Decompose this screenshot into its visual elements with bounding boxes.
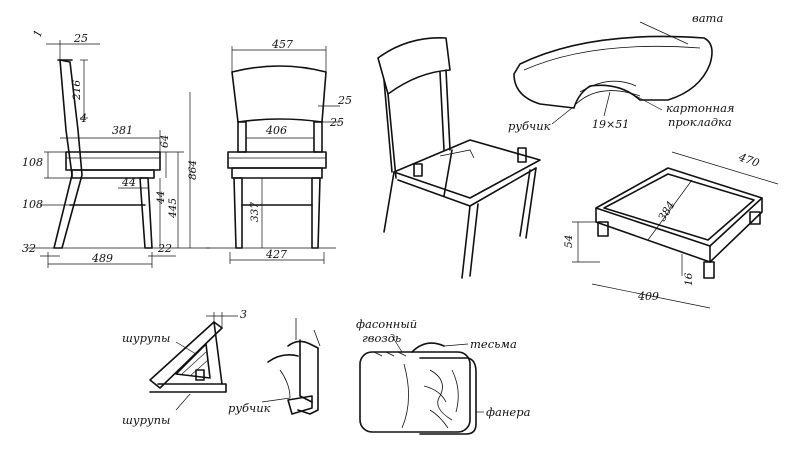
- dim-216: 216: [71, 80, 83, 101]
- dim-489: 489: [91, 252, 113, 265]
- label-gvozd-2: гвоздь: [362, 331, 401, 345]
- chair-front-view: 457 406 25 25 337 427: [206, 38, 352, 264]
- back-panel: фасонный гвоздь тесьма фанера: [356, 317, 531, 435]
- dim-19x51: 19×51: [592, 118, 629, 131]
- dim-3: 3: [240, 308, 247, 321]
- label-shurupy-bottom: шурупы: [122, 413, 170, 427]
- dim-25c: 25: [329, 116, 344, 129]
- label-karton-1: картонная: [666, 101, 735, 115]
- dim-864: 864: [187, 160, 199, 180]
- corner-detail: 3 шурупы шурупы: [122, 308, 247, 427]
- label-vata: вата: [692, 11, 723, 25]
- dim-409: 409: [637, 290, 659, 303]
- seat-cushion: вата картонная прокладка рубчик 19×51: [508, 11, 735, 133]
- label-karton-2: прокладка: [668, 115, 732, 129]
- dim-25b: 25: [337, 94, 352, 107]
- dim-470: 470: [736, 150, 761, 170]
- label-shurupy-top: шурупы: [122, 331, 170, 345]
- label-gvozd-1: фасонный: [356, 317, 417, 331]
- label-rubchik-bottom: рубчик: [228, 401, 271, 415]
- dim-337: 337: [249, 202, 261, 222]
- dim-457: 457: [271, 38, 293, 51]
- dim-4: 4: [79, 112, 87, 125]
- dim-108a: 108: [22, 156, 43, 169]
- dim-445: 445: [167, 198, 179, 219]
- dim-22: 22: [157, 242, 172, 255]
- dim-64: 64: [159, 135, 171, 148]
- dim-54: 54: [563, 235, 575, 248]
- dim-32: 32: [22, 242, 36, 255]
- dim-381: 381: [112, 124, 133, 137]
- seat-frame: 470 384 54 16 409: [563, 150, 779, 309]
- dim-44a: 44: [121, 176, 136, 189]
- dim-406: 406: [265, 124, 287, 137]
- rubchik-detail: рубчик: [228, 318, 321, 415]
- chair-side-view: 1 25 216 4 381 64 108 44 44 445 864 108 …: [22, 28, 210, 268]
- label-rubchik-top: рубчик: [508, 119, 551, 133]
- chair-perspective: [377, 37, 541, 279]
- dim-1: 1: [31, 28, 46, 39]
- dim-16: 16: [683, 272, 695, 286]
- dim-25a: 25: [73, 32, 88, 45]
- dim-108b: 108: [22, 198, 43, 211]
- dim-427: 427: [265, 248, 287, 261]
- dim-44b: 44: [155, 191, 167, 205]
- label-tesma: тесьма: [470, 337, 517, 351]
- label-fanera: фанера: [486, 405, 531, 419]
- dim-384: 384: [656, 199, 678, 224]
